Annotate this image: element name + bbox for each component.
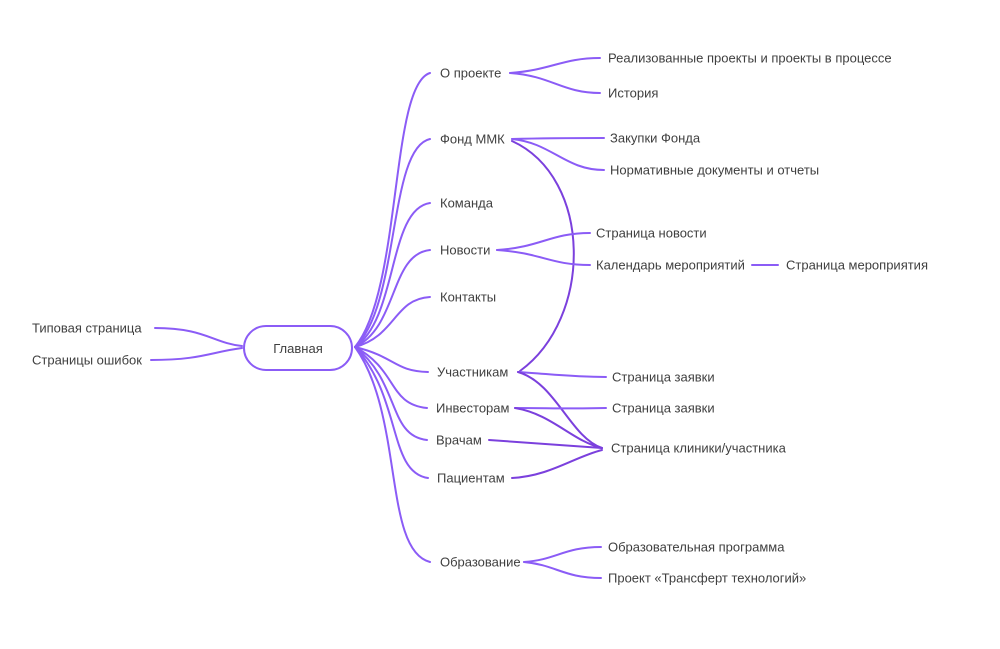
edge-root-to-patients bbox=[354, 346, 429, 479]
branch-patients[interactable]: Пациентам bbox=[437, 470, 505, 486]
edge-about-to-projects bbox=[509, 57, 601, 74]
branch-news[interactable]: Новости bbox=[440, 242, 491, 258]
leaf-clinic-participant-page[interactable]: Страница клиники/участника bbox=[611, 440, 786, 456]
leaf-application-page-investors[interactable]: Страница заявки bbox=[612, 400, 715, 416]
leaf-events-calendar[interactable]: Календарь мероприятий bbox=[596, 257, 745, 273]
branch-participants[interactable]: Участникам bbox=[437, 364, 509, 380]
branch-doctors[interactable]: Врачам bbox=[436, 432, 482, 448]
edge-news-to-calendar bbox=[496, 249, 591, 266]
edge-doctors-to-clinic bbox=[488, 439, 603, 449]
branch-contacts[interactable]: Контакты bbox=[440, 289, 497, 305]
edge-root-to-education bbox=[354, 346, 431, 563]
edge-about-to-history bbox=[509, 72, 601, 94]
edge-error-pages-to-root bbox=[150, 347, 243, 361]
branch-education[interactable]: Образование bbox=[440, 554, 521, 570]
edge-root-to-doctors bbox=[354, 346, 428, 441]
edge-fund-to-procurement bbox=[511, 137, 605, 140]
root-node[interactable]: Главная bbox=[243, 325, 353, 371]
edge-education-to-tech-transfer bbox=[523, 561, 602, 579]
leaf-event-page[interactable]: Страница мероприятия bbox=[786, 257, 928, 273]
edge-fund-to-documents bbox=[511, 138, 605, 171]
leaf-history[interactable]: История bbox=[608, 85, 659, 101]
branch-investors[interactable]: Инвесторам bbox=[436, 400, 510, 416]
leaf-fund-procurement[interactable]: Закупки Фонда bbox=[610, 130, 701, 146]
edge-participants-to-application bbox=[517, 371, 607, 378]
edge-investors-to-clinic bbox=[514, 407, 603, 449]
edge-root-to-contacts bbox=[354, 296, 431, 348]
edge-root-to-news bbox=[354, 249, 431, 348]
leaf-normative-documents[interactable]: Нормативные документы и отчеты bbox=[610, 162, 820, 178]
edge-patients-to-clinic bbox=[511, 449, 603, 479]
leaf-realized-projects[interactable]: Реализованные проекты и проекты в процес… bbox=[608, 50, 892, 66]
edge-fund-to-participants-arc bbox=[511, 140, 575, 372]
branch-fund[interactable]: Фонд ММК bbox=[440, 131, 505, 147]
edge-root-to-team bbox=[354, 202, 431, 348]
edge-education-to-program bbox=[523, 546, 602, 563]
branch-team[interactable]: Команда bbox=[440, 195, 493, 211]
edge-root-to-fund bbox=[354, 138, 431, 348]
edge-root-to-participants bbox=[354, 346, 429, 373]
edge-news-to-news-page bbox=[496, 232, 591, 251]
leaf-tech-transfer-project[interactable]: Проект «Трансферт технологий» bbox=[608, 570, 807, 586]
root-node-label: Главная bbox=[273, 340, 323, 356]
edge-root-to-investors bbox=[354, 346, 428, 409]
node-template-page[interactable]: Типовая страница bbox=[32, 320, 142, 336]
leaf-educational-program[interactable]: Образовательная программа bbox=[608, 539, 785, 555]
leaf-news-page[interactable]: Страница новости bbox=[596, 225, 707, 241]
branch-about[interactable]: О проекте bbox=[440, 65, 502, 81]
edge-participants-to-clinic bbox=[517, 371, 603, 449]
edge-template-page-to-root bbox=[154, 327, 243, 347]
edge-root-to-about bbox=[354, 72, 431, 348]
leaf-application-page-participants[interactable]: Страница заявки bbox=[612, 369, 715, 385]
node-error-pages[interactable]: Страницы ошибок bbox=[32, 352, 142, 368]
